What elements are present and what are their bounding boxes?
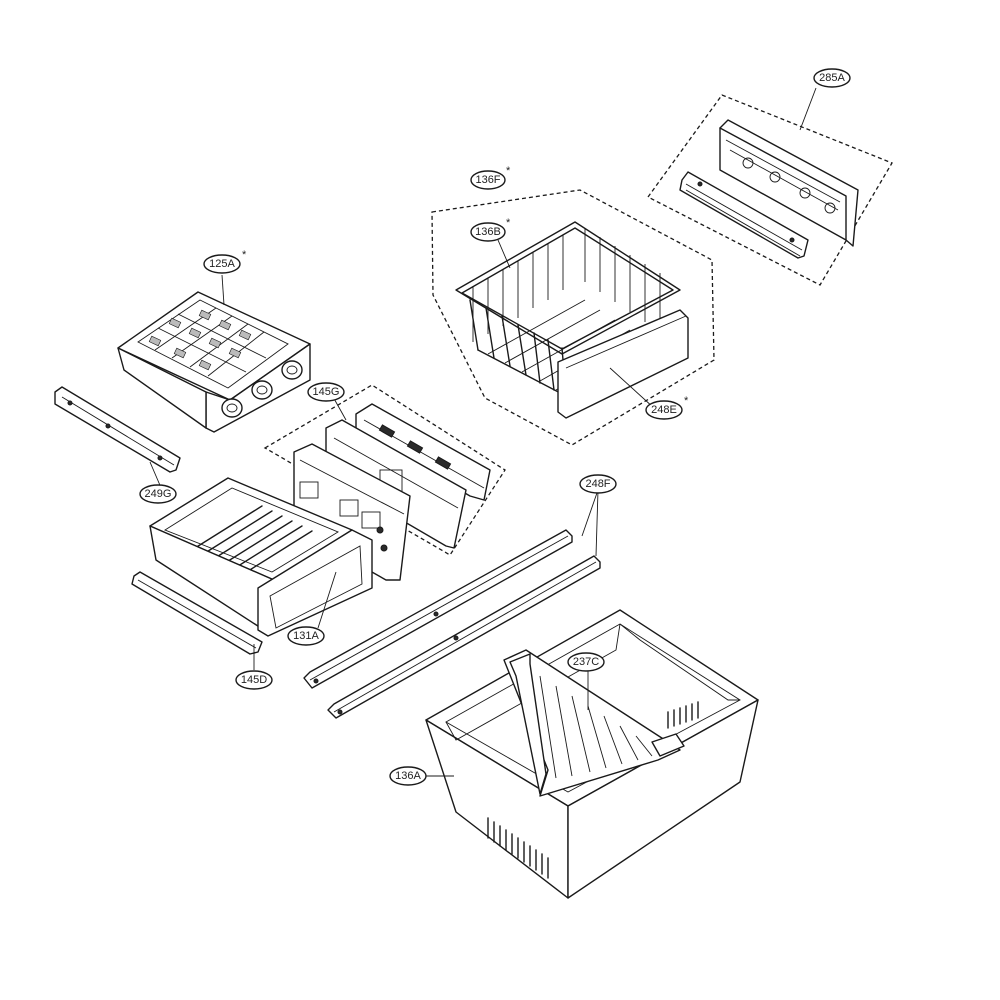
callout-131a: 131A xyxy=(287,626,325,646)
svg-text:125A: 125A xyxy=(209,258,235,270)
part-131a-drawer xyxy=(149,477,373,637)
callout-237c: 237C xyxy=(567,652,605,672)
part-249g-rail xyxy=(54,386,181,473)
part-285a-rail-assembly xyxy=(647,94,893,286)
svg-text:237C: 237C xyxy=(573,656,599,668)
leader-lines xyxy=(149,87,817,777)
svg-text:248E: 248E xyxy=(651,404,677,416)
callout-136f: 136F * xyxy=(470,165,511,190)
svg-text:*: * xyxy=(506,217,511,229)
svg-text:*: * xyxy=(242,249,247,261)
part-237c-divider xyxy=(503,649,685,797)
callout-136b: 136B * xyxy=(470,217,511,242)
svg-text:285A: 285A xyxy=(819,72,845,84)
part-145d-rail xyxy=(131,571,263,655)
svg-text:136A: 136A xyxy=(395,770,421,782)
svg-text:*: * xyxy=(506,165,511,177)
svg-text:131A: 131A xyxy=(293,630,319,642)
svg-text:145D: 145D xyxy=(241,674,267,686)
svg-text:136B: 136B xyxy=(475,226,501,238)
part-136b-wire-basket xyxy=(431,189,715,446)
callout-125a: 125A * xyxy=(203,249,247,274)
svg-text:145G: 145G xyxy=(313,386,340,398)
svg-text:136F: 136F xyxy=(475,174,500,186)
callout-248f: 248F xyxy=(579,474,617,494)
callout-145g: 145G xyxy=(307,382,345,402)
part-125a-ice-tray xyxy=(117,291,311,433)
callout-249g: 249G xyxy=(139,484,177,504)
part-248f-rails xyxy=(303,529,601,719)
part-145g-slide-assembly xyxy=(263,384,506,581)
callout-145d: 145D xyxy=(235,670,273,690)
svg-text:249G: 249G xyxy=(145,488,172,500)
svg-text:248F: 248F xyxy=(585,478,610,490)
callout-285a: 285A xyxy=(813,68,851,88)
svg-text:*: * xyxy=(684,395,689,407)
callout-248e: 248E * xyxy=(645,395,689,420)
callout-136a: 136A xyxy=(389,766,427,786)
